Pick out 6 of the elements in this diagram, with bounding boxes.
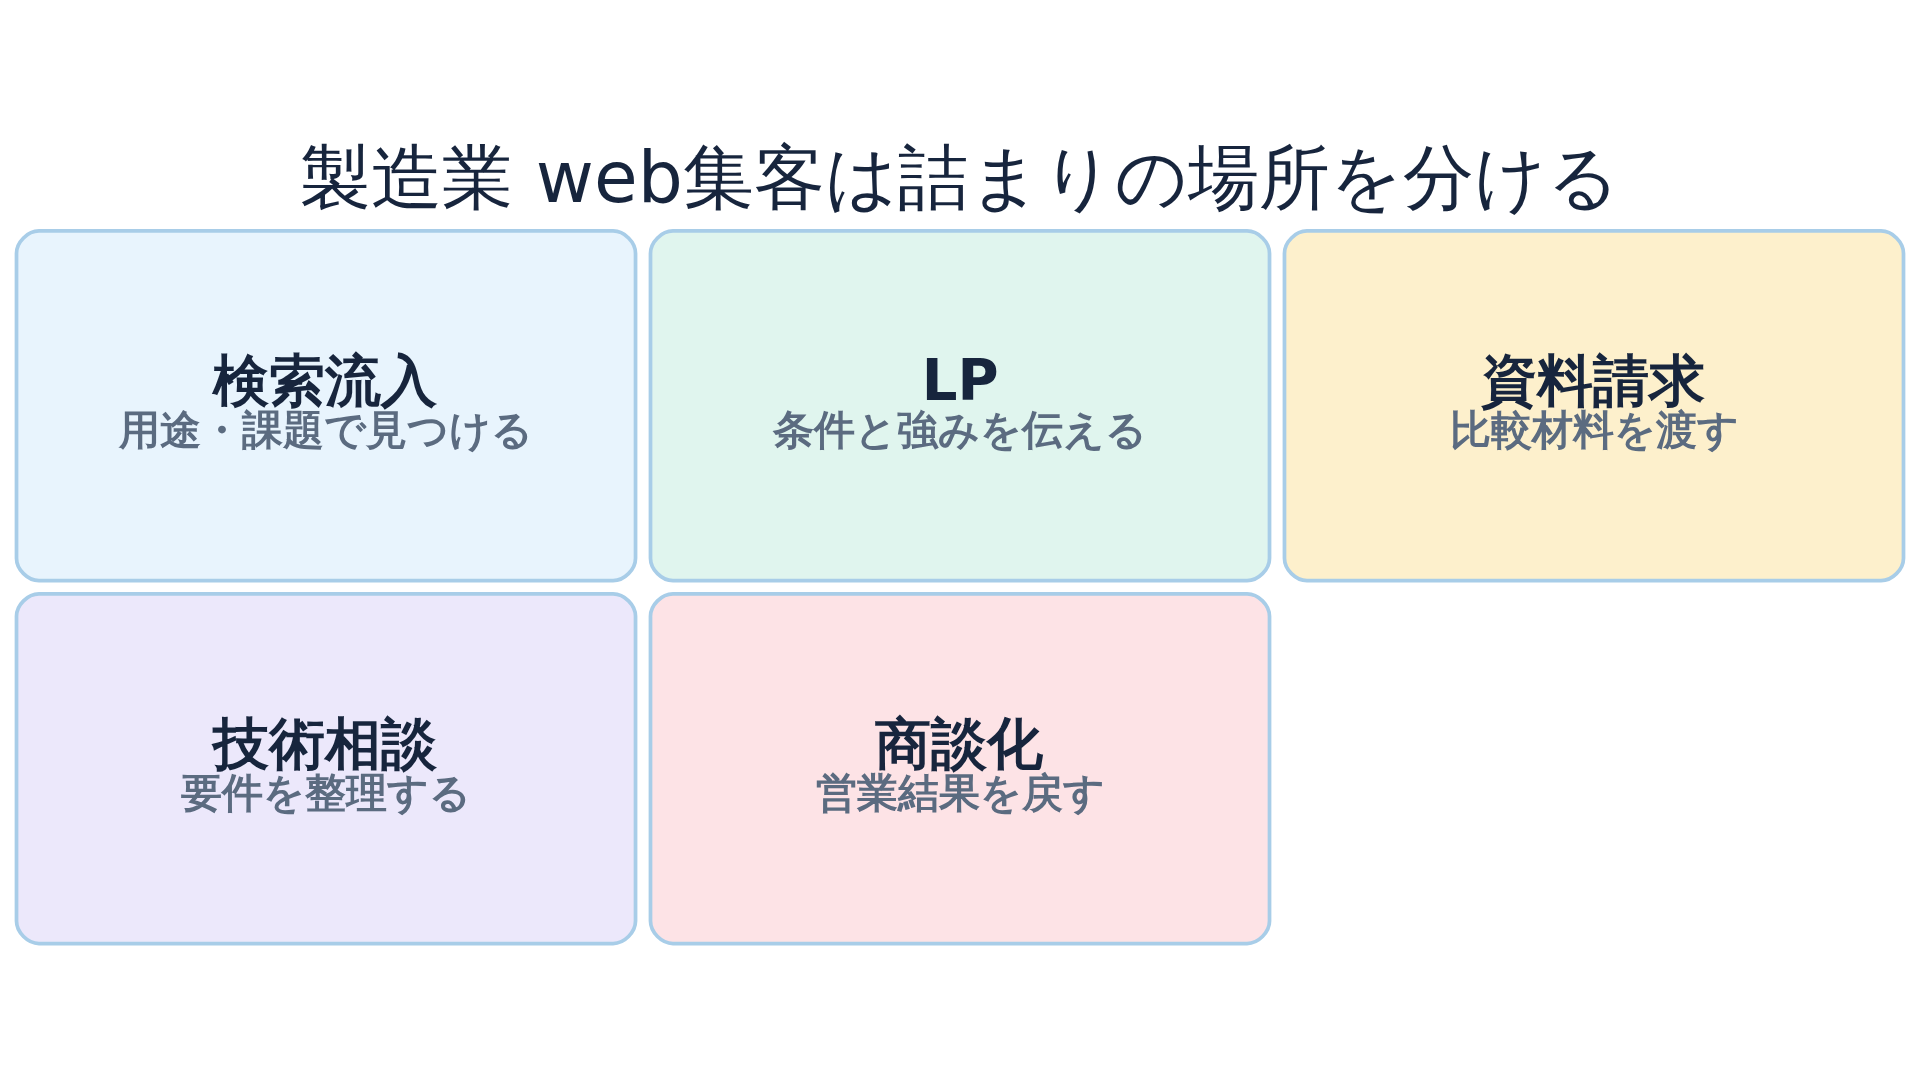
node-box: LP 条件と強みを伝える	[648, 228, 1272, 583]
node-box: 技術相談 要件を整理する	[14, 591, 638, 945]
node-box: 資料請求 比較材料を渡す	[1282, 228, 1906, 583]
node-box: 検索流入 用途・課題で見つける	[14, 228, 638, 583]
diagram-title: 製造業 web集客は詰まりの場所を分ける	[300, 135, 1620, 219]
node-box: 商談化 営業結果を戻す	[648, 591, 1272, 945]
